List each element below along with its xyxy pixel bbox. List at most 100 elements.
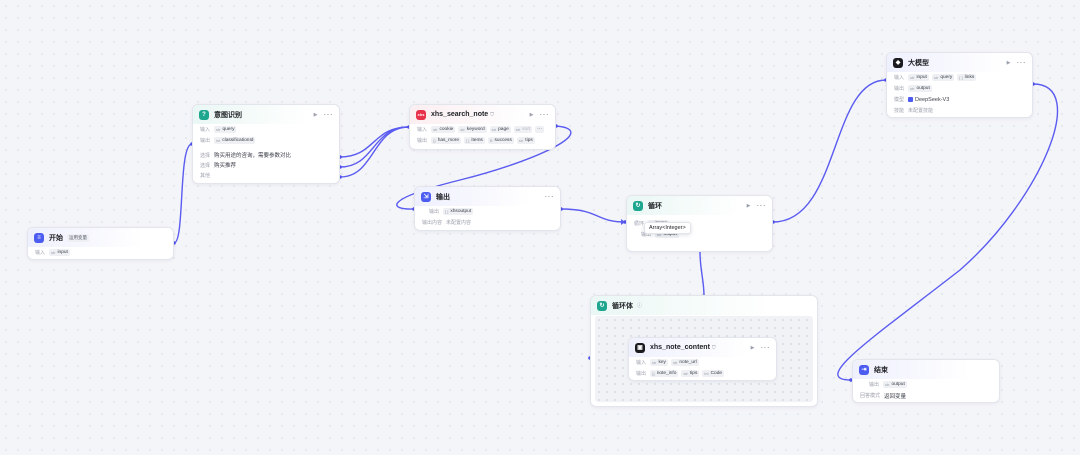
more-inputs-chip[interactable]: ···: [535, 126, 545, 133]
intent-option-2: 选择 购买推荐: [200, 162, 237, 170]
edge-start-intent: [173, 143, 193, 244]
xhs-search-title: xhs_search_note: [431, 111, 489, 118]
start-node-badge: 运用变量: [67, 233, 89, 242]
edge-loop-body: [699, 251, 705, 297]
play-icon[interactable]: ▶: [313, 111, 318, 118]
skill-label: 技能: [894, 108, 905, 114]
edge-arrow: [621, 219, 625, 225]
edge-loop-llm: [772, 79, 887, 223]
edge-intent-search-1: [339, 126, 410, 158]
start-node-title: 开始: [49, 234, 63, 242]
play-icon[interactable]: ▶: [1006, 59, 1011, 66]
input-label: 输入: [636, 360, 647, 366]
play-icon[interactable]: ▶: [746, 202, 751, 209]
play-icon[interactable]: ▶: [750, 344, 755, 351]
intent-node-header: ? 意图识别 ▶ ···: [193, 105, 339, 124]
xhs-plugin-icon: xhs: [416, 109, 426, 120]
end-icon: ⇥: [859, 364, 869, 375]
intent-option-other: 其他: [200, 172, 211, 179]
more-icon[interactable]: ···: [539, 109, 549, 119]
output-label: 输出: [894, 86, 905, 92]
deepseek-icon: [908, 97, 914, 102]
skill-value: 未配置技能: [908, 108, 934, 114]
intent-icon: ?: [199, 109, 209, 120]
llm-icon: ◆: [893, 57, 903, 68]
loop-label: 循环: [634, 221, 645, 227]
llm-node-header: ◆ 大模型 ▶ ···: [887, 53, 1032, 72]
output-chip: {}note_info: [650, 370, 679, 377]
more-icon[interactable]: ···: [1016, 57, 1026, 67]
output-chip: [ ]items: [464, 137, 485, 144]
intent-node-title: 意图识别: [214, 111, 242, 119]
xhs-search-node-header: xhs xhs_search_note ⛉ ▶ ···: [410, 105, 555, 124]
edge-intent-search-2: [339, 126, 410, 168]
more-icon[interactable]: ···: [760, 342, 770, 352]
loop-node-title: 循环: [648, 202, 662, 210]
start-node-header: ≡ 开始 运用变量: [28, 228, 173, 247]
model-value: DeepSeek-V3: [915, 96, 950, 103]
llm-node-title: 大模型: [908, 59, 929, 67]
intent-option-1: 选择 购买用途的咨询，需要参数对比: [200, 152, 292, 160]
content-value: 未配置内容: [446, 220, 472, 226]
loop-icon: ↻: [633, 200, 643, 211]
more-icon[interactable]: ···: [323, 109, 333, 119]
input-chip: [ ]links: [957, 74, 977, 81]
play-icon[interactable]: ▶: [529, 111, 534, 118]
output-node-header: ⇲ 输出 ···: [415, 187, 560, 206]
input-label: 输入: [35, 250, 46, 256]
output-node[interactable]: ⇲ 输出 ··· 输出 [ ]xhsoutput 输出内容 未配置内容: [414, 186, 561, 231]
more-icon[interactable]: ···: [756, 200, 766, 210]
edge-output-loop: [560, 208, 626, 223]
mode-value: 返回变量: [884, 393, 907, 400]
info-icon[interactable]: ⓘ: [637, 303, 643, 309]
loop-icon: ↻: [597, 300, 607, 311]
type-tooltip: Array<Integer>: [644, 222, 691, 234]
xhs-content-header: ▣ xhs_note_content ⛉ ▶ ···: [629, 338, 776, 357]
output-row: 输出 [ ]xhsoutput: [415, 206, 560, 217]
output-label: 输出: [636, 371, 647, 377]
output-content-row: 输出内容 未配置内容: [415, 217, 560, 228]
output-chip: [ ]xhsoutput: [443, 208, 474, 215]
llm-skill-row: 技能 未配置技能: [887, 105, 1032, 116]
input-label: 输入: [200, 127, 211, 133]
output-label: 输出: [869, 382, 880, 388]
xhs-plugin-icon: ▣: [635, 342, 645, 353]
output-node-title: 输出: [436, 193, 450, 201]
edge-llm-end: [837, 83, 1059, 381]
output-label: 输出: [200, 138, 211, 144]
content-label: 输出内容: [422, 220, 443, 226]
more-icon[interactable]: ···: [544, 191, 554, 201]
input-label: 输入: [417, 127, 428, 133]
model-label: 模型: [894, 97, 905, 103]
